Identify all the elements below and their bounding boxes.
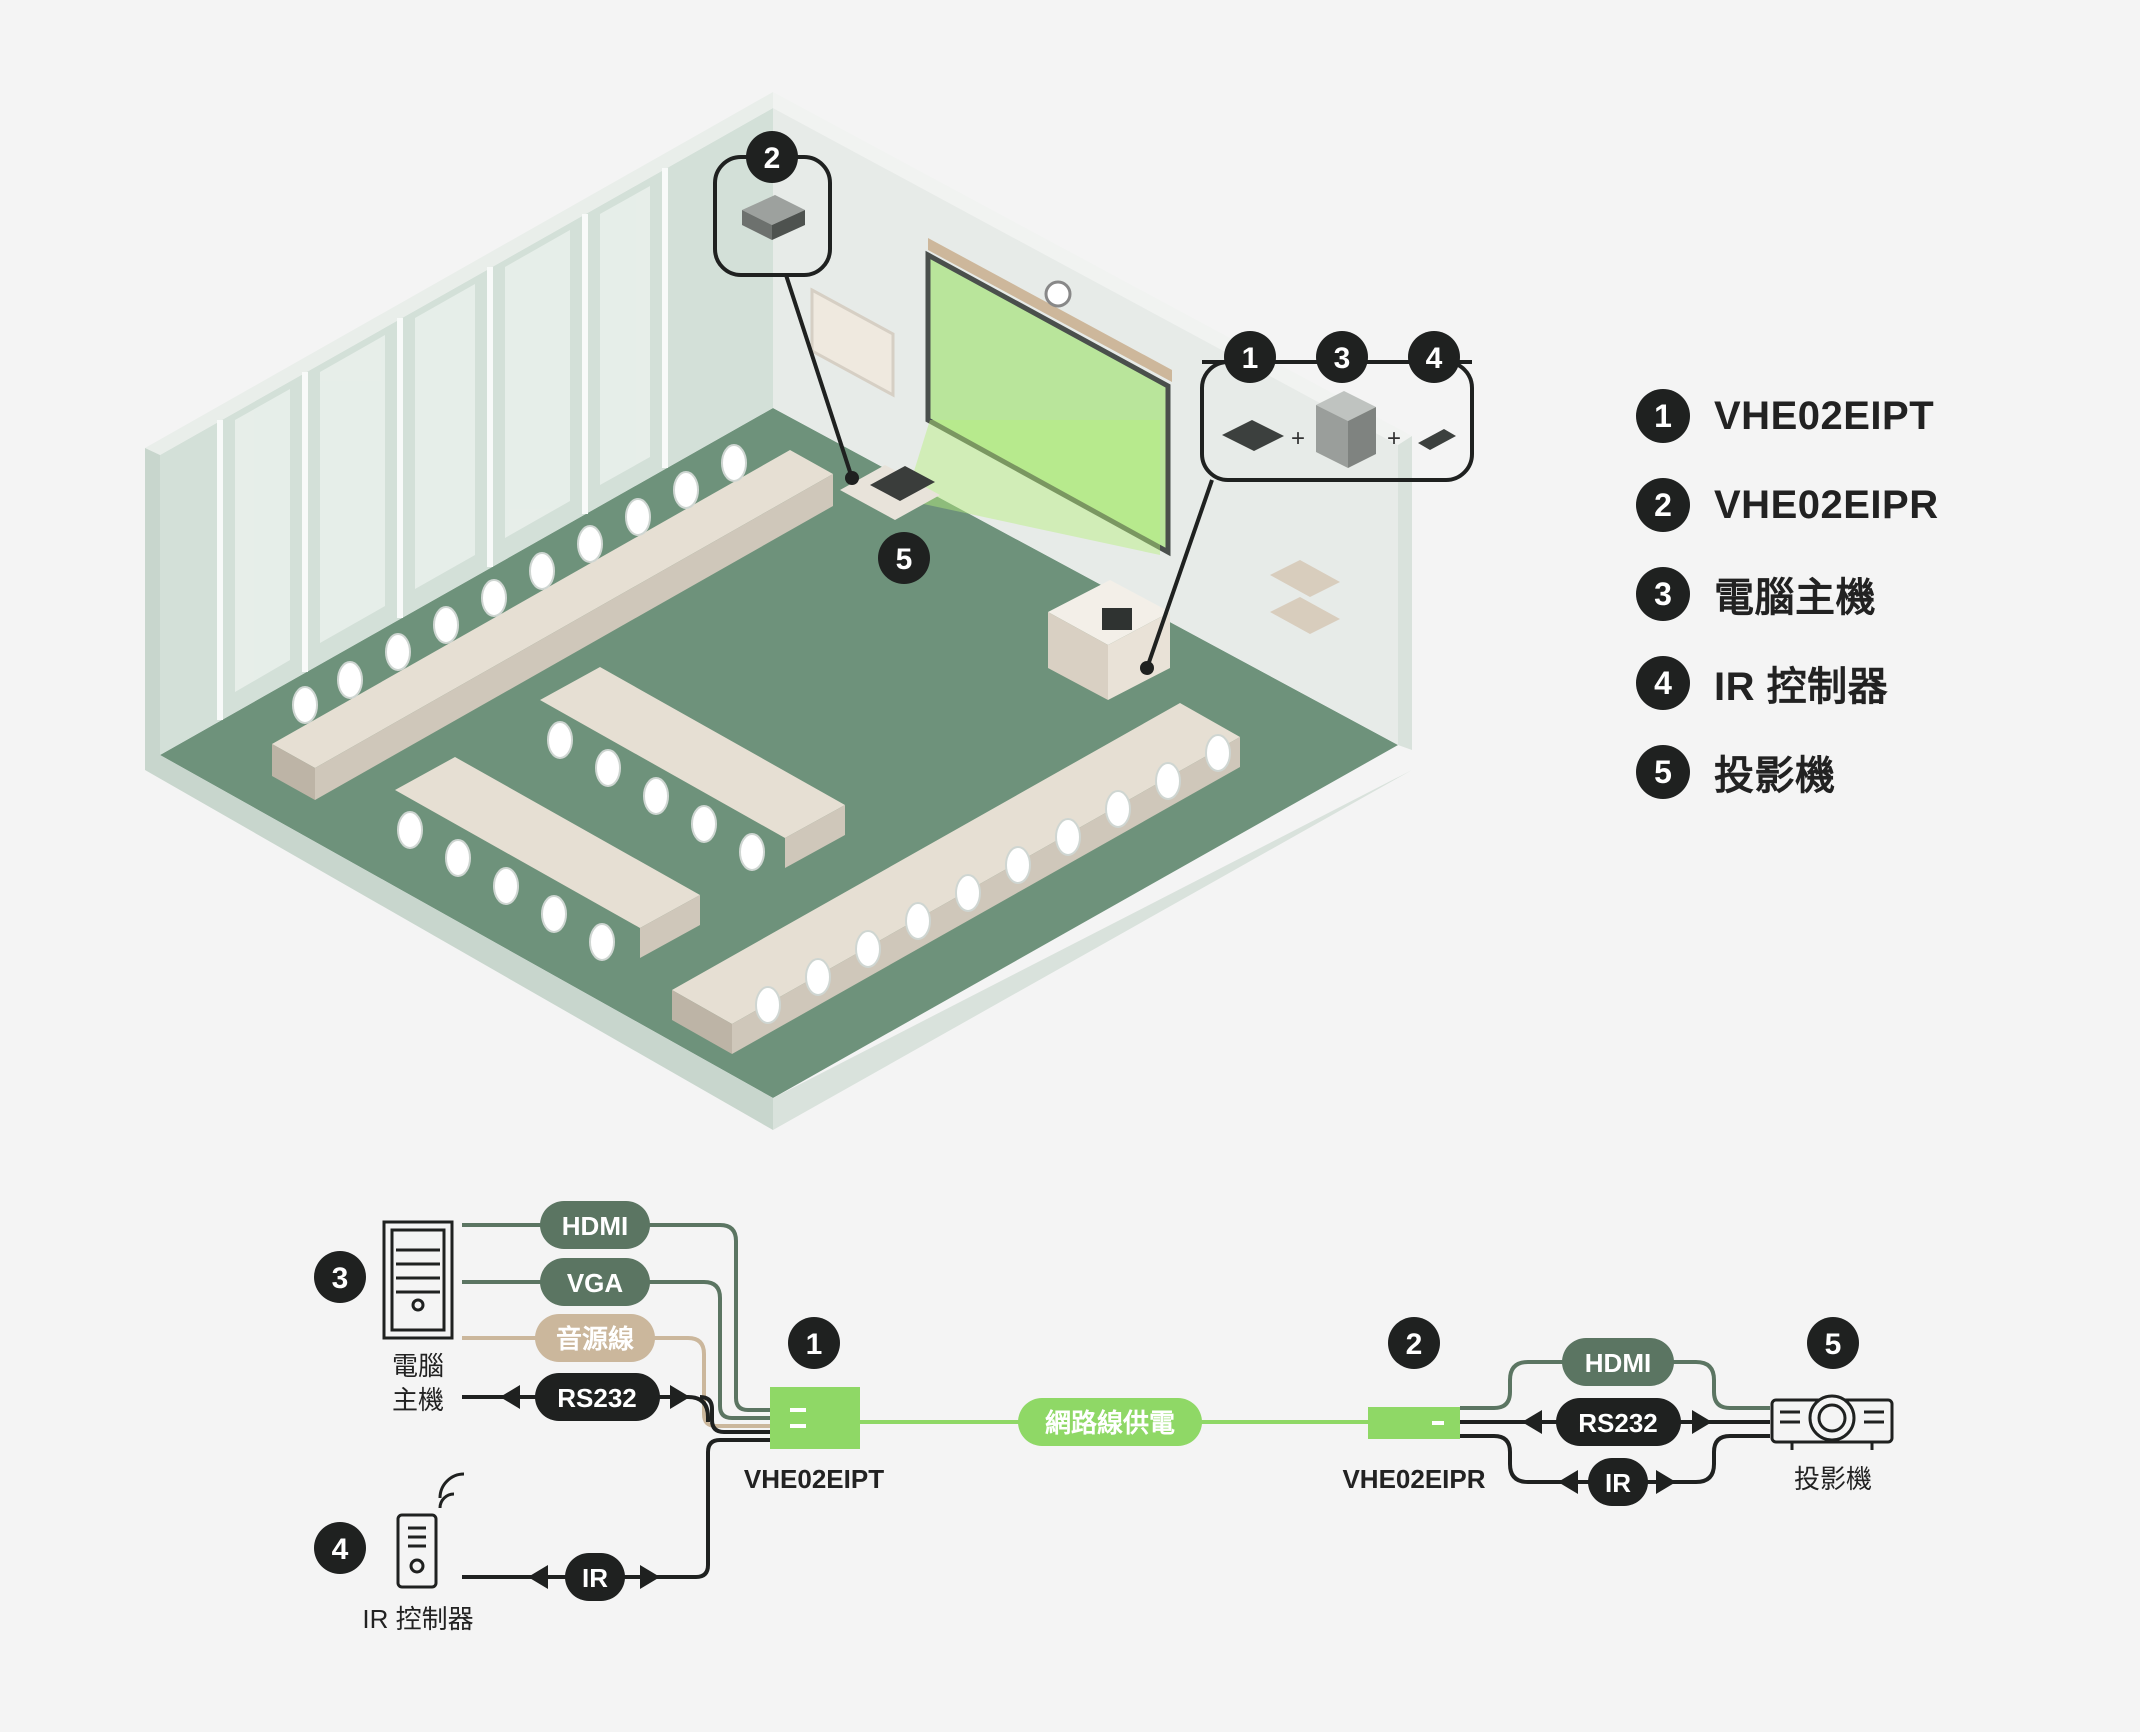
plus-1: + <box>1291 425 1305 452</box>
room-badge-5-text: 5 <box>896 543 913 576</box>
rx-badge-text: 2 <box>1406 1328 1423 1361</box>
room-badge-5 <box>878 532 930 584</box>
chairs <box>292 444 1231 1024</box>
legend-badge: 3 <box>1636 567 1690 621</box>
pill-hdmi-out <box>1562 1338 1674 1386</box>
legend-label: 電腦主機 <box>1714 576 1876 620</box>
svg-text:IR: IR <box>1605 1468 1631 1498</box>
remote-icon-room <box>1418 429 1456 450</box>
projector-label: 投影機 <box>1794 1464 1872 1494</box>
transmitter-plate-icon <box>1222 420 1284 451</box>
pill-rs232-out <box>1556 1398 1681 1446</box>
plus-2: + <box>1387 425 1401 452</box>
pc-label-line2: 主機 <box>392 1385 444 1415</box>
tx-badge-text: 1 <box>806 1328 823 1361</box>
legend-item-3: 3 電腦主機 <box>1636 564 1939 624</box>
projector-device <box>870 466 935 501</box>
legend-label: IR 控制器 <box>1714 665 1889 709</box>
glass-wall <box>160 108 773 755</box>
svg-text:HDMI: HDMI <box>562 1211 628 1241</box>
svg-text:RS232: RS232 <box>1578 1408 1658 1438</box>
legend-badge: 4 <box>1636 656 1690 710</box>
vga-cable <box>462 1280 770 1420</box>
ir-remote-diagram-icon <box>396 1472 465 1589</box>
remote-badge-text: 4 <box>332 1533 349 1566</box>
pill-ir-out <box>1588 1458 1648 1506</box>
projector-badge-text: 5 <box>1825 1328 1842 1361</box>
pc-badge <box>314 1251 366 1303</box>
rx-badge <box>1388 1317 1440 1369</box>
legend-item-5: 5 投影機 <box>1636 742 1939 802</box>
meeting-room-illustration: 2 5 + + 1 3 4 <box>145 92 1474 1130</box>
device-legend: 1 VHE02EIPT 2 VHE02EIPR 3 電腦主機 4 IR 控制器 … <box>1636 386 1939 831</box>
legend-item-4: 4 IR 控制器 <box>1636 653 1939 713</box>
projector-beam <box>905 420 1160 555</box>
pill-ir-in <box>565 1553 625 1601</box>
receiver-device <box>1368 1407 1460 1439</box>
legend-label: 投影機 <box>1714 754 1836 798</box>
room-badge-2 <box>746 131 798 183</box>
room-badge-1 <box>1224 331 1276 383</box>
projector-badge <box>1807 1317 1859 1369</box>
pc-label-line1: 電腦 <box>392 1351 444 1381</box>
remote-label: IR 控制器 <box>362 1604 473 1634</box>
legend-badge: 2 <box>1636 478 1690 532</box>
transmitter-device <box>770 1387 860 1449</box>
room-floor <box>160 408 1398 1098</box>
svg-text:IR: IR <box>582 1563 608 1593</box>
projector-diagram-icon <box>1770 1394 1894 1450</box>
pill-network <box>1018 1398 1202 1446</box>
podium-monitor <box>1102 608 1132 630</box>
legend-item-1: 1 VHE02EIPT <box>1636 386 1939 446</box>
wiring-diagram: 3 電腦 主機 4 IR 控制器 HDMI VGA <box>314 1201 1894 1634</box>
svg-text:VGA: VGA <box>567 1268 624 1298</box>
ir-in-cable <box>462 1438 770 1579</box>
pill-audio <box>535 1314 655 1362</box>
room-badge-2-text: 2 <box>764 142 781 175</box>
pill-hdmi-in <box>540 1201 650 1249</box>
pc-badge-text: 3 <box>332 1262 349 1295</box>
room-badge-3 <box>1316 331 1368 383</box>
svg-text:HDMI: HDMI <box>1585 1348 1651 1378</box>
room-badge-4 <box>1408 331 1460 383</box>
conference-tables <box>272 450 1240 1054</box>
legend-badge: 1 <box>1636 389 1690 443</box>
rx-label: VHE02EIPR <box>1342 1464 1485 1494</box>
room-badge-3-text: 3 <box>1334 342 1351 375</box>
receiver-device-icon <box>742 195 805 225</box>
projection-screen <box>925 250 1171 557</box>
pill-vga <box>540 1258 650 1306</box>
pc-tower-icon <box>1316 391 1376 421</box>
legend-badge: 5 <box>1636 745 1690 799</box>
legend-item-2: 2 VHE02EIPR <box>1636 475 1939 535</box>
svg-text:音源線: 音源線 <box>556 1324 634 1354</box>
hdmi-in-cable <box>462 1223 770 1412</box>
tx-label: VHE02EIPT <box>744 1464 884 1494</box>
wall-poster <box>810 287 895 398</box>
legend-label: VHE02EIPT <box>1714 393 1935 438</box>
remote-badge <box>314 1522 366 1574</box>
wall-clock-icon <box>1044 280 1072 308</box>
pc-tower-diagram-icon <box>382 1220 454 1340</box>
pill-rs232-in <box>535 1373 660 1421</box>
tx-badge <box>788 1317 840 1369</box>
svg-text:RS232: RS232 <box>557 1383 637 1413</box>
room-badge-1-text: 1 <box>1242 342 1259 375</box>
svg-text:網路線供電: 網路線供電 <box>1045 1408 1175 1438</box>
room-badge-4-text: 4 <box>1426 342 1443 375</box>
legend-label: VHE02EIPR <box>1714 482 1939 527</box>
